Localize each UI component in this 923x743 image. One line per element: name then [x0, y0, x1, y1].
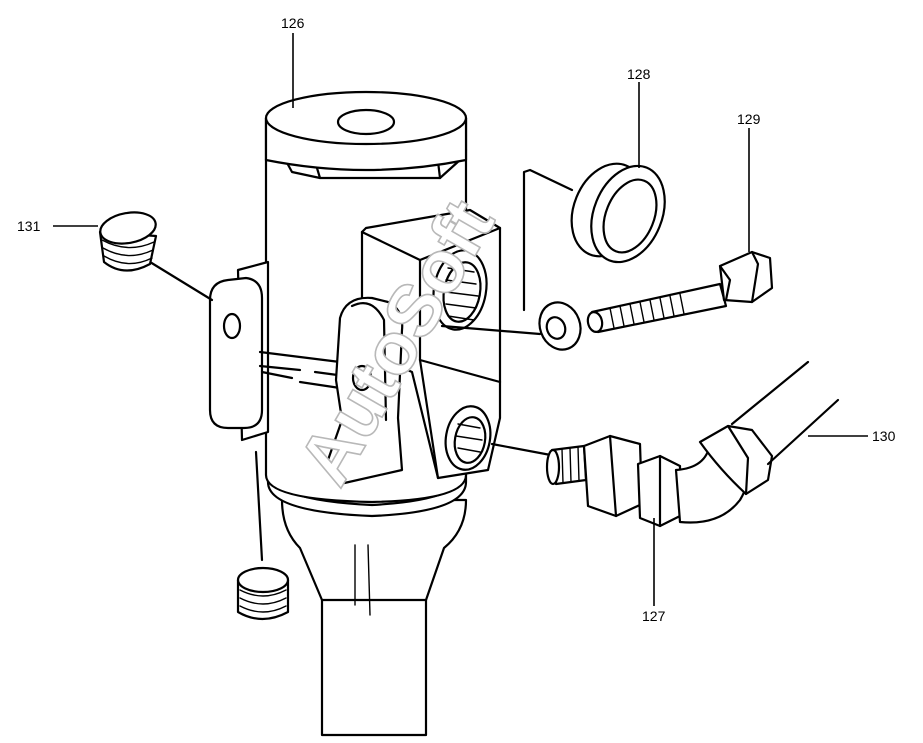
washer	[440, 301, 582, 351]
label-127: 127	[642, 608, 666, 624]
lever-arm	[326, 296, 404, 486]
label-129: 129	[737, 111, 761, 127]
elbow-fitting	[490, 424, 774, 528]
label-130: 130	[872, 428, 896, 444]
label-126: 126	[281, 15, 305, 31]
left-lug	[208, 260, 270, 442]
seal-ring	[522, 162, 666, 312]
label-128: 128	[627, 66, 651, 82]
bracket-block	[360, 208, 502, 480]
label-131: 131	[17, 218, 41, 234]
pipe	[730, 360, 840, 466]
lower-plug	[236, 450, 290, 621]
bolt	[586, 250, 774, 334]
leader-lines	[53, 33, 868, 606]
upper-plug	[98, 211, 214, 302]
